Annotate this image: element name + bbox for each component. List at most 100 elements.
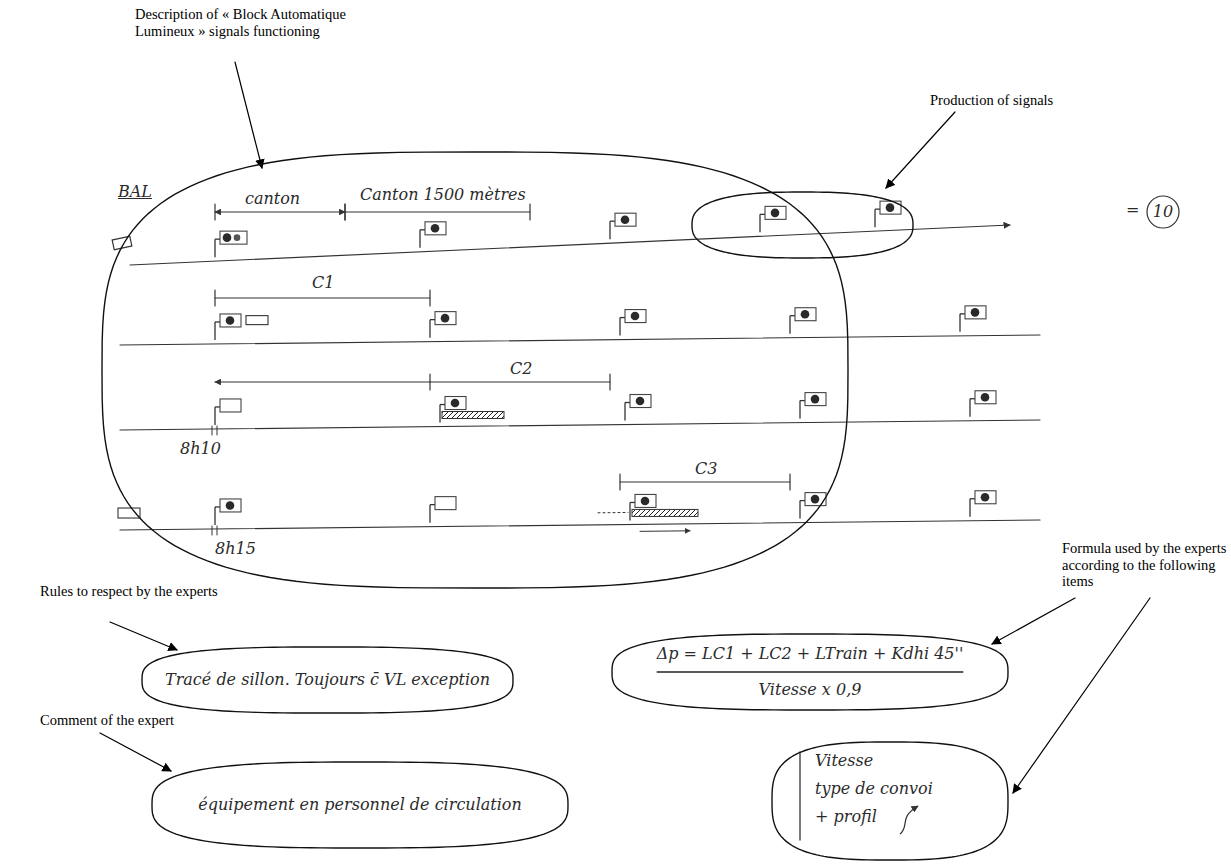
signal-head <box>220 399 241 412</box>
signal-arm <box>760 214 765 215</box>
signal-lamp <box>226 501 235 510</box>
signal-arm <box>960 313 965 314</box>
page-number: 10 <box>1153 203 1173 221</box>
leader-arrow <box>100 733 171 771</box>
track-mark <box>212 426 213 435</box>
signal-head <box>220 314 241 327</box>
signal-arm <box>970 398 975 399</box>
handwritten-note: type de convoi <box>815 780 933 798</box>
bal-signal <box>430 312 456 338</box>
signal-post <box>214 507 215 525</box>
annotation-callout: Comment of the expert <box>40 712 240 729</box>
signal-lamp <box>234 234 241 241</box>
signal-arm <box>215 321 220 322</box>
signal-post <box>429 505 430 523</box>
signal-post <box>969 499 970 517</box>
leader-arrow <box>992 598 1075 644</box>
signal-head <box>615 213 636 226</box>
signal-post <box>419 230 420 248</box>
signal-lamp <box>811 495 820 504</box>
handwritten-note: Vitesse <box>815 752 873 770</box>
signal-post <box>214 322 215 340</box>
signal-head <box>220 231 247 244</box>
handwritten-sign: = <box>1126 201 1139 219</box>
track-mark <box>212 526 213 535</box>
track-line <box>120 335 1040 345</box>
handwritten-note: 8h15 <box>215 540 256 558</box>
signal-arm <box>875 208 880 209</box>
signal-head <box>805 393 826 406</box>
signal-arm <box>420 229 425 230</box>
signal-arm <box>630 502 635 503</box>
annotation-callout: Rules to respect by the experts <box>40 583 230 600</box>
canton-span <box>430 381 610 382</box>
signal-arm <box>440 404 445 405</box>
bal-signal <box>215 499 241 525</box>
signal-head <box>445 397 466 410</box>
signal-head <box>220 499 241 512</box>
annotation-callout: Production of signals <box>930 92 1140 109</box>
signal-post <box>629 502 630 520</box>
signal-head <box>635 494 656 507</box>
leader-arrow <box>110 622 177 650</box>
signal-lamp <box>981 393 990 402</box>
signal-arm <box>610 221 615 222</box>
signal-arm <box>430 319 435 320</box>
signal-head <box>805 493 826 506</box>
signal-lamp <box>621 215 630 224</box>
signal-post <box>619 318 620 336</box>
signal-post <box>214 239 215 257</box>
signal-arm <box>970 498 975 499</box>
track-line <box>120 520 1040 530</box>
dotted-approach <box>598 512 628 513</box>
signal-lamp <box>981 493 990 502</box>
production-ellipse <box>692 192 913 258</box>
train-hatched <box>442 412 504 419</box>
signal-head <box>425 222 446 235</box>
signal-lamp <box>641 497 650 506</box>
ellipse-border <box>152 762 568 848</box>
signal-lamp <box>431 224 440 233</box>
signal-head <box>975 491 996 504</box>
signal-arm <box>215 238 220 239</box>
signal-post <box>799 501 800 519</box>
ellipse-outline <box>610 632 1010 712</box>
handwritten-note: Vitesse x 0,9 <box>759 681 862 699</box>
signal-post <box>429 320 430 338</box>
bal-signal <box>430 497 456 523</box>
signal-lamp <box>801 310 810 319</box>
bal-signal <box>970 391 996 417</box>
signal-arm <box>430 504 435 505</box>
bal-signal <box>960 306 986 332</box>
signal-lamp <box>971 308 980 317</box>
signal-post <box>799 401 800 419</box>
bal-signal <box>875 201 901 227</box>
fraction-bar <box>657 671 964 672</box>
handwritten-note: canton <box>245 190 300 208</box>
ellipse-border <box>612 634 1008 710</box>
signal-head <box>630 395 651 408</box>
handwritten-note: + profil <box>815 808 877 826</box>
train-symbol <box>246 316 268 325</box>
signal-arm <box>215 406 220 407</box>
bal-signal <box>790 308 816 334</box>
signal-lamp <box>811 395 820 404</box>
signal-lamp <box>771 209 780 218</box>
handwritten-note: C1 <box>312 274 334 292</box>
track-mark <box>217 426 218 435</box>
ellipse-border <box>772 742 1008 860</box>
signal-lamp <box>886 203 895 212</box>
bal-signal <box>420 222 446 248</box>
canton-span <box>620 481 790 482</box>
bal-signal <box>215 231 247 257</box>
signal-head <box>795 308 816 321</box>
ellipse-border <box>102 152 848 588</box>
signal-head <box>965 306 986 319</box>
movement-arrow <box>640 530 690 532</box>
signal-lamp <box>441 314 450 323</box>
track-mark <box>217 526 218 535</box>
bal-signal <box>620 310 646 336</box>
signal-head <box>765 206 786 219</box>
annotation-callout: Formula used by the experts according to… <box>1062 540 1227 590</box>
leader-arrow <box>886 112 955 188</box>
